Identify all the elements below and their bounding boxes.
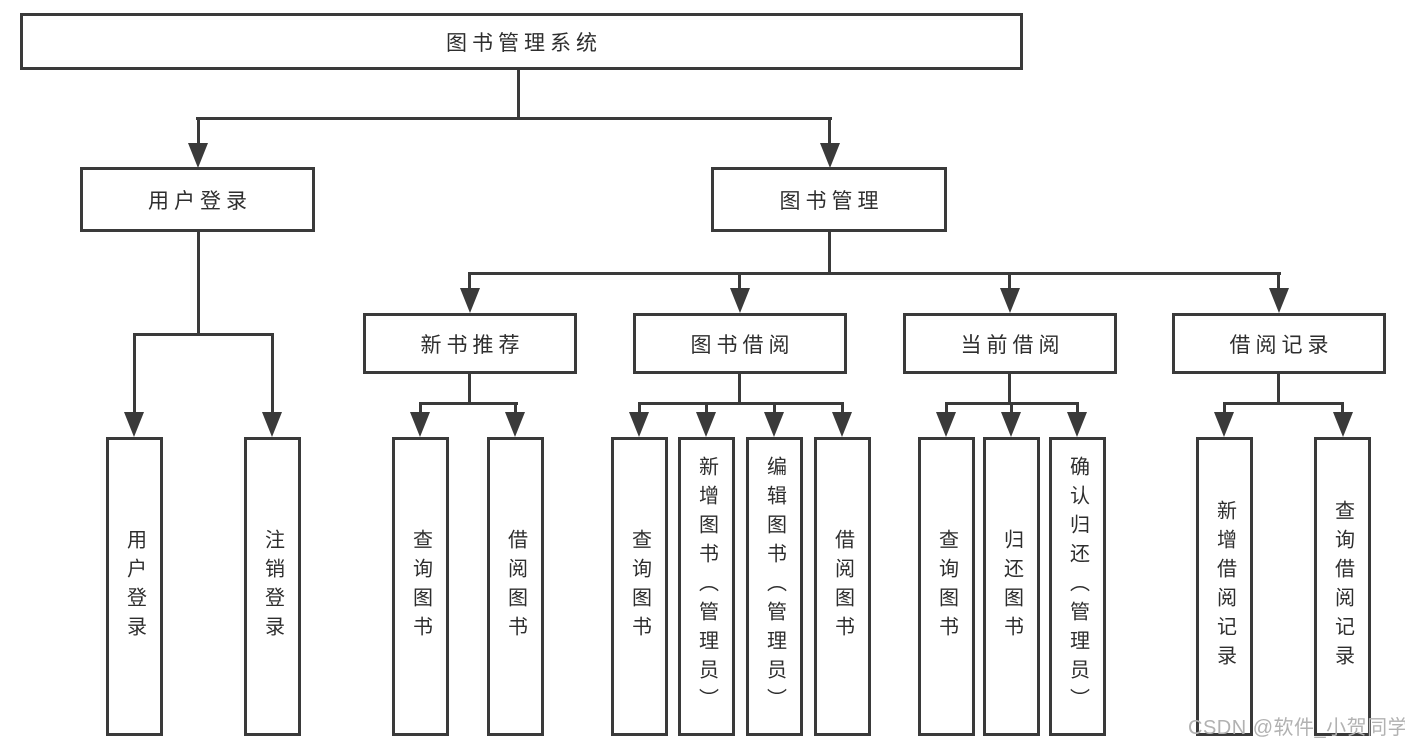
leaf-edit-book-admin: 编辑图书（管理员） <box>746 437 803 736</box>
connector-drop-borrow-records <box>1277 275 1280 292</box>
leaf-query-borrow-record: 查询借阅记录 <box>1314 437 1371 736</box>
node-root: 图书管理系统 <box>20 13 1023 70</box>
connector-g5-drop-1 <box>1223 405 1226 414</box>
arrowhead-book-borrow <box>730 288 750 313</box>
arrowhead-g4-2 <box>1001 412 1021 437</box>
connector-g3-stem <box>738 374 741 405</box>
leaf-add-book-admin-label: 新增图书（管理员） <box>695 456 718 717</box>
node-borrow-records: 借阅记录 <box>1172 313 1386 374</box>
node-book-management: 图书管理 <box>711 167 947 232</box>
leaf-edit-book-admin-label: 编辑图书（管理员） <box>763 456 786 717</box>
leaf-borrow-books: 借阅图书 <box>814 437 871 736</box>
connector-drop-leaf-login <box>133 336 136 414</box>
connector-book-mgmt-stem <box>828 232 831 275</box>
connector-g4-drop-3 <box>1076 405 1079 414</box>
connector-g4-drop-1 <box>945 405 948 414</box>
connector-g5-bar <box>1223 402 1344 405</box>
connector-g2-drop-2 <box>514 405 517 414</box>
connector-drop-current-borrow <box>1008 275 1011 292</box>
leaf-query-borrow-record-label: 查询借阅记录 <box>1331 499 1354 674</box>
leaf-query-books-recommend-label: 查询图书 <box>409 528 432 645</box>
arrowhead-current-borrow <box>1000 288 1020 313</box>
connector-g3-drop-1 <box>638 405 641 414</box>
connector-g4-stem <box>1008 374 1011 405</box>
arrowhead-g3-3 <box>764 412 784 437</box>
arrowhead-leaf-logout <box>262 412 282 437</box>
connector-g3-drop-4 <box>841 405 844 414</box>
leaf-query-books-current: 查询图书 <box>918 437 975 736</box>
connector-g5-stem <box>1277 374 1280 405</box>
node-user-login: 用户登录 <box>80 167 315 232</box>
node-new-book-recommend-label: 新书推荐 <box>420 333 525 357</box>
leaf-query-books-recommend: 查询图书 <box>392 437 449 736</box>
node-borrow-records-label: 借阅记录 <box>1229 333 1334 357</box>
arrowhead-g4-3 <box>1067 412 1087 437</box>
leaf-add-book-admin: 新增图书（管理员） <box>678 437 735 736</box>
leaf-confirm-return-admin: 确认归还（管理员） <box>1049 437 1106 736</box>
connector-drop-book-borrow <box>738 275 741 292</box>
arrowhead-g2-1 <box>410 412 430 437</box>
leaf-add-borrow-record: 新增借阅记录 <box>1196 437 1253 736</box>
node-user-login-label: 用户登录 <box>148 189 252 213</box>
connector-g2-bar <box>419 402 518 405</box>
connector-drop-book-mgmt <box>828 120 831 146</box>
leaf-query-books-current-label: 查询图书 <box>935 528 958 645</box>
connector-user-login-stem <box>197 232 200 335</box>
connector-book-mgmt-bar <box>468 272 1281 275</box>
leaf-return-book: 归还图书 <box>983 437 1040 736</box>
arrowhead-book-mgmt <box>820 143 840 168</box>
connector-user-login-bar <box>133 333 274 336</box>
leaf-user-login: 用户登录 <box>106 437 163 736</box>
connector-g3-drop-2 <box>705 405 708 414</box>
arrowhead-g3-4 <box>832 412 852 437</box>
leaf-query-books-borrow-label: 查询图书 <box>628 528 651 645</box>
connector-drop-user-login <box>197 120 200 146</box>
node-book-borrow: 图书借阅 <box>633 313 847 374</box>
leaf-confirm-return-admin-label: 确认归还（管理员） <box>1066 456 1089 717</box>
leaf-borrow-books-recommend-label: 借阅图书 <box>504 528 527 645</box>
node-current-borrow: 当前借阅 <box>903 313 1117 374</box>
arrowhead-leaf-login <box>124 412 144 437</box>
arrowhead-g2-2 <box>505 412 525 437</box>
arrowhead-g3-1 <box>629 412 649 437</box>
connector-g3-bar <box>638 402 844 405</box>
leaf-logout-label: 注销登录 <box>261 528 284 645</box>
arrowhead-g4-1 <box>936 412 956 437</box>
arrowhead-new-books <box>460 288 480 313</box>
leaf-query-books-borrow: 查询图书 <box>611 437 668 736</box>
leaf-return-book-label: 归还图书 <box>1000 528 1023 645</box>
connector-g2-stem <box>468 374 471 405</box>
leaf-borrow-books-label: 借阅图书 <box>831 528 854 645</box>
arrowhead-g5-1 <box>1214 412 1234 437</box>
leaf-logout: 注销登录 <box>244 437 301 736</box>
connector-g4-drop-2 <box>1010 405 1013 414</box>
connector-root-stem <box>517 70 520 119</box>
connector-g4-bar <box>945 402 1079 405</box>
node-new-book-recommend: 新书推荐 <box>363 313 577 374</box>
node-root-label: 图书管理系统 <box>446 31 602 55</box>
arrowhead-g5-2 <box>1333 412 1353 437</box>
connector-g3-drop-3 <box>773 405 776 414</box>
leaf-add-borrow-record-label: 新增借阅记录 <box>1213 499 1236 674</box>
arrowhead-user-login <box>188 143 208 168</box>
arrowhead-borrow-records <box>1269 288 1289 313</box>
connector-drop-new-books <box>468 275 471 292</box>
watermark-text: CSDN @软件_小贺同学 <box>1188 717 1405 739</box>
node-book-borrow-label: 图书借阅 <box>690 333 795 357</box>
node-book-management-label: 图书管理 <box>779 189 884 213</box>
connector-drop-leaf-logout <box>271 336 274 414</box>
leaf-borrow-books-recommend: 借阅图书 <box>487 437 544 736</box>
leaf-user-login-label: 用户登录 <box>123 528 146 645</box>
connector-root-bar <box>196 117 832 120</box>
arrowhead-g3-2 <box>696 412 716 437</box>
connector-g2-drop-1 <box>419 405 422 414</box>
connector-g5-drop-2 <box>1341 405 1344 414</box>
node-current-borrow-label: 当前借阅 <box>960 333 1065 357</box>
